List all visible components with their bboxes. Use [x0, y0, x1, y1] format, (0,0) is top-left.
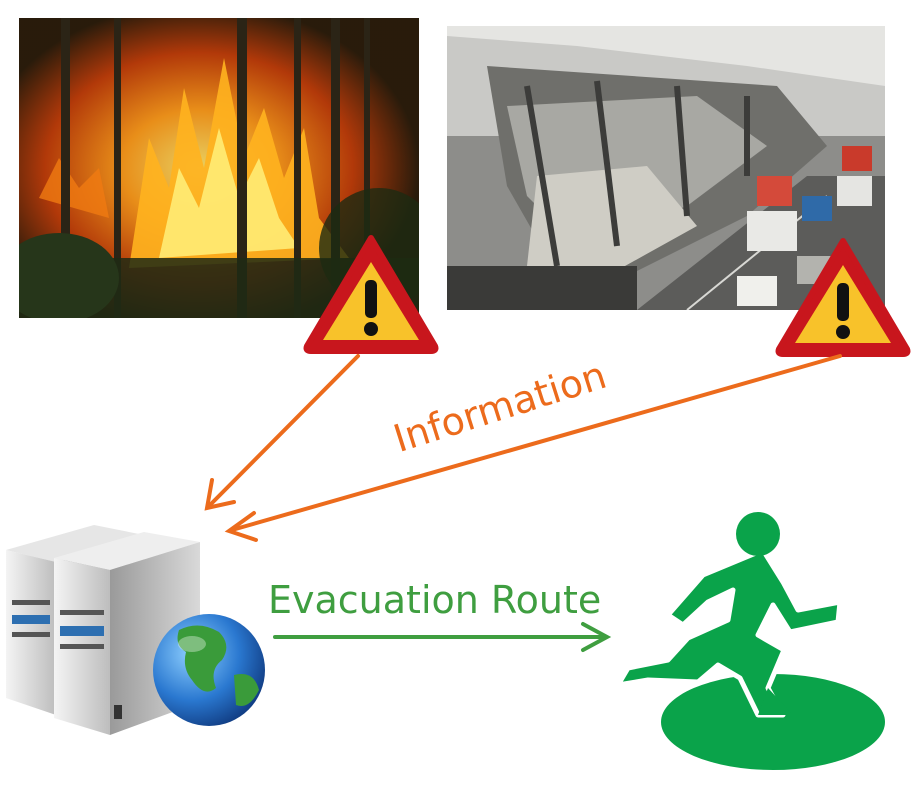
information-arrow-from-earthquake [224, 354, 842, 542]
running-person-icon [608, 510, 894, 780]
warning-icon [773, 233, 913, 358]
evacuation-route-arrow [273, 622, 612, 652]
globe-icon [153, 614, 265, 726]
evacuation-route-label: Evacuation Route [268, 578, 602, 622]
server-cluster [4, 520, 272, 745]
warning-icon [301, 230, 441, 355]
collapsed-highway-photo [447, 26, 885, 310]
information-arrow-from-fire [204, 354, 360, 511]
